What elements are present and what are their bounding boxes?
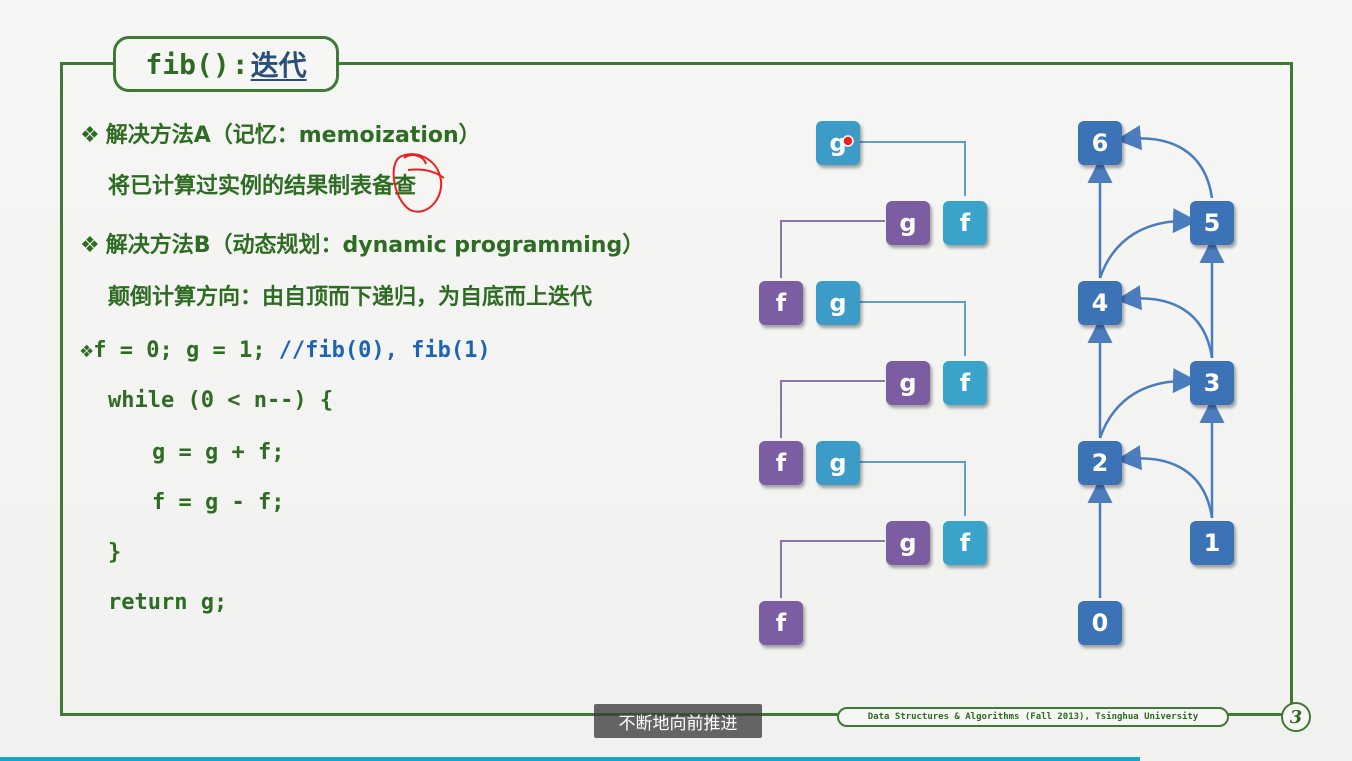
code-line-2: while (0 < n--) { [108, 388, 334, 413]
node-g: g [816, 121, 860, 165]
diamond-bullet-icon: ❖ [80, 233, 100, 258]
node-0: 0 [1078, 601, 1122, 645]
node-f: f [759, 601, 803, 645]
code-line-1: ❖f = 0; g = 1; //fib(0), fib(1) [80, 338, 491, 363]
node-g: g [816, 441, 860, 485]
code-line-6: return g; [108, 590, 228, 615]
code-comment: //fib(0), fib(1) [278, 338, 491, 363]
slide-title: fib() : 迭代 [113, 36, 339, 92]
bullet-method-b-desc: 颠倒计算方向：由自顶而下递归，为自底而上迭代 [108, 285, 593, 310]
diamond-bullet-icon: ❖ [80, 123, 100, 148]
code-line-3: g = g + f; [152, 440, 285, 465]
node-g: g [886, 201, 930, 245]
node-f: f [759, 441, 803, 485]
node-4: 4 [1078, 281, 1122, 325]
bullet-method-a-text: 解决方法A（记忆：memoization） [105, 123, 481, 148]
node-g: g [886, 361, 930, 405]
node-g: g [816, 281, 860, 325]
node-g: g [886, 521, 930, 565]
bullet-method-a: ❖解决方法A（记忆：memoization） [80, 117, 481, 149]
video-subtitle: 不断地向前推进 [594, 704, 762, 738]
code-line-5: } [108, 540, 122, 565]
node-3: 3 [1190, 361, 1234, 405]
code-line-4: f = g - f; [152, 490, 285, 515]
node-f: f [943, 361, 987, 405]
video-progress-bar[interactable] [0, 757, 1140, 761]
page-number: 3 [1281, 702, 1311, 732]
bullet-method-b-text: 解决方法B（动态规划：dynamic programming） [105, 233, 645, 258]
diamond-bullet-icon: ❖ [80, 338, 94, 363]
node-f: f [943, 521, 987, 565]
node-5: 5 [1190, 201, 1234, 245]
node-2: 2 [1078, 441, 1122, 485]
node-f: f [759, 281, 803, 325]
title-separator: : [231, 47, 249, 81]
node-f: f [943, 201, 987, 245]
title-chinese: 迭代 [250, 49, 307, 82]
node-1: 1 [1190, 521, 1234, 565]
bullet-method-a-desc: 将已计算过实例的结果制表备查 [108, 174, 417, 199]
node-6: 6 [1078, 121, 1122, 165]
slide-footer: Data Structures & Algorithms (Fall 2013)… [837, 707, 1229, 727]
title-code: fib() [145, 47, 230, 81]
bullet-method-b: ❖解决方法B（动态规划：dynamic programming） [80, 227, 644, 259]
